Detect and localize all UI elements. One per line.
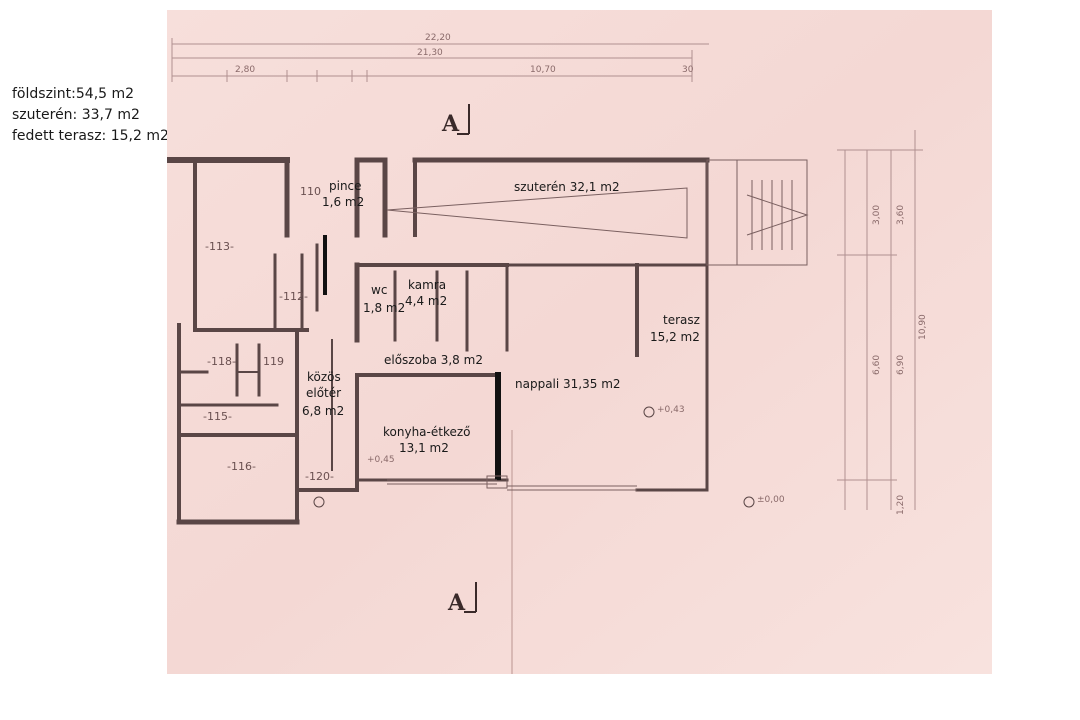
dim-inner: 21,30 xyxy=(417,48,443,58)
label-terasz-name: terasz xyxy=(663,313,700,327)
paper-background xyxy=(167,10,992,674)
dim-segment-a: 2,80 xyxy=(235,65,255,75)
summary-basement: szuterén: 33,7 m2 xyxy=(12,107,140,123)
wall-marker-pince xyxy=(323,235,327,295)
dim-bottom: 1,20 xyxy=(896,495,906,515)
label-terasz-area: 15,2 m2 xyxy=(650,330,700,344)
room-no-119: 119 xyxy=(263,355,284,368)
floor-plan: 22,20 21,30 2,80 10,70 30 10,90 3,00 3,6… xyxy=(167,10,992,674)
dim-overall: 22,20 xyxy=(425,33,451,43)
dim-segment-b: 10,70 xyxy=(530,65,556,75)
label-szuteren: szuterén 32,1 m2 xyxy=(514,180,620,194)
dim-upper-b: 3,60 xyxy=(896,205,906,225)
label-kamra-area: 4,4 m2 xyxy=(405,294,447,308)
wall-marker-nappali xyxy=(495,372,501,480)
label-nappali: nappali 31,35 m2 xyxy=(515,377,621,391)
section-mark-top: A xyxy=(441,104,470,137)
section-mark-bottom-letter: A xyxy=(447,590,466,616)
dim-total: 10,90 xyxy=(918,314,928,340)
dim-segment-c: 30 xyxy=(682,65,694,75)
room-no-113: -113- xyxy=(205,240,234,253)
external-stairs xyxy=(706,159,809,266)
summary-ground-floor: földszint:54,5 m2 xyxy=(12,86,135,102)
dim-mid-b: 6,90 xyxy=(896,355,906,375)
label-kozos-1: közös xyxy=(307,370,341,384)
summary-covered-terrace: fedett terasz: 15,2 m2 xyxy=(12,128,169,144)
dim-mid-a: 6,60 xyxy=(872,355,882,375)
label-kozos-3: 6,8 m2 xyxy=(302,404,344,418)
label-kamra-name: kamra xyxy=(408,278,446,292)
section-mark-bottom: A xyxy=(447,582,477,616)
basement-triangle xyxy=(386,187,688,239)
top-dimensions xyxy=(171,38,709,82)
room-no-120: -120- xyxy=(305,470,334,483)
room-no-115: -115- xyxy=(203,410,232,423)
label-pince-name: pince xyxy=(329,179,362,193)
level-marker-c xyxy=(313,496,325,508)
label-wc-name: wc xyxy=(371,283,387,297)
room-no-112: -112- xyxy=(279,290,308,303)
room-no-116: -116- xyxy=(227,460,256,473)
level-c: +0,45 xyxy=(367,455,395,465)
label-kozos-2: előtér xyxy=(306,386,341,400)
room-no-118: -118- xyxy=(207,355,236,368)
level-marker-a xyxy=(743,496,755,508)
room-no-110: 110 xyxy=(300,185,321,198)
level-a: ±0,00 xyxy=(757,495,785,505)
area-summary: földszint:54,5 m2 szuterén: 33,7 m2 fede… xyxy=(12,84,169,147)
section-mark-top-letter: A xyxy=(441,111,460,137)
dim-upper-a: 3,00 xyxy=(872,205,882,225)
label-eloszoba: előszoba 3,8 m2 xyxy=(384,353,483,367)
window-marks xyxy=(387,475,637,491)
label-konyha-name: konyha-étkező xyxy=(383,425,471,439)
level-b: +0,43 xyxy=(657,405,685,415)
right-dimensions xyxy=(837,130,923,510)
level-marker-b xyxy=(643,406,655,418)
label-wc-area: 1,8 m2 xyxy=(363,301,405,315)
label-pince-area: 1,6 m2 xyxy=(322,195,364,209)
label-konyha-area: 13,1 m2 xyxy=(399,441,449,455)
